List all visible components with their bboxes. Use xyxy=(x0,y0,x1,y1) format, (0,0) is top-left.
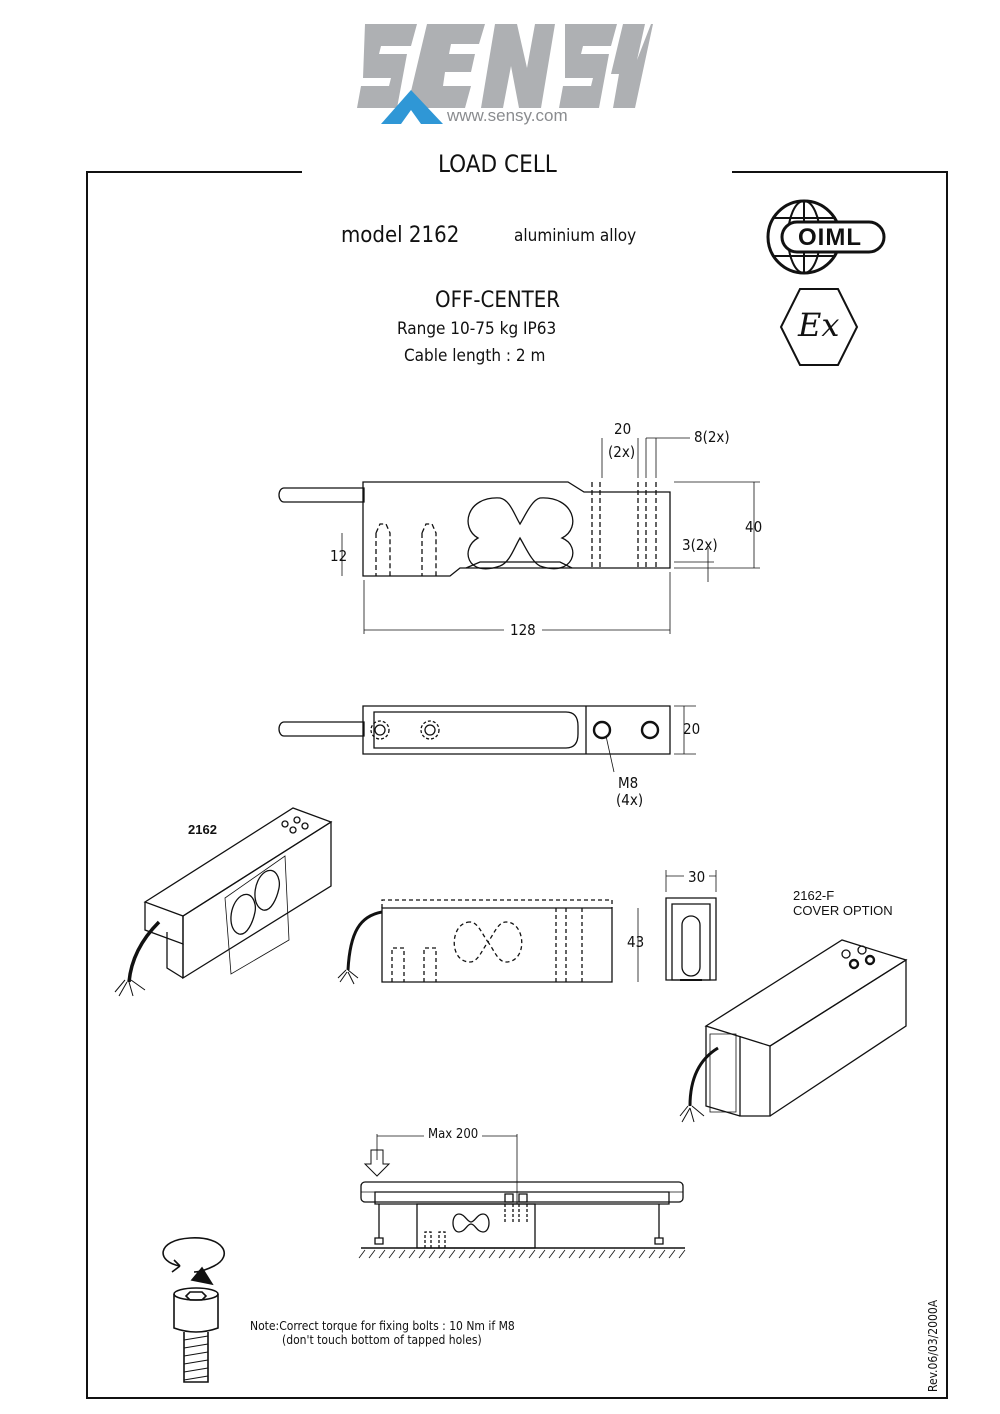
ex-badge: Ex xyxy=(778,286,860,368)
oiml-label: OIML xyxy=(798,224,862,251)
cover-model-label: 2162-F xyxy=(793,888,835,903)
front-view-drawing xyxy=(270,420,750,650)
dim-8-2x: 8(2x) xyxy=(694,428,730,446)
sensy-logo-graphic xyxy=(357,24,653,124)
hexagon-icon xyxy=(779,288,859,366)
cell-type: OFF-CENTER xyxy=(435,288,560,313)
dim-max-200: Max 200 xyxy=(424,1127,483,1142)
cable-spec: Cable length : 2 m xyxy=(404,346,546,366)
cover-end-view xyxy=(660,868,730,988)
model-number: model 2162 xyxy=(341,223,460,248)
dim-30: 30 xyxy=(684,868,710,886)
frame-left xyxy=(86,171,88,1399)
sensy-logo: www.sensy.com xyxy=(355,20,655,132)
website-url: www.sensy.com xyxy=(447,106,568,125)
dim-20-side: 20 xyxy=(683,720,701,738)
thread-m8: M8 xyxy=(618,774,639,792)
globe-icon xyxy=(766,199,886,275)
frame-bottom xyxy=(86,1397,948,1399)
frame-top-left xyxy=(86,171,302,173)
document-title: LOAD CELL xyxy=(438,150,557,178)
ex-label: Ex xyxy=(798,306,840,344)
frame-top-right xyxy=(732,171,948,173)
torque-note-detail: (don't touch bottom of tapped holes) xyxy=(282,1333,482,1347)
dim-20-2x-top: 20 xyxy=(614,420,632,438)
cover-option-isometric xyxy=(670,930,915,1135)
dim-43: 43 xyxy=(627,933,645,951)
torque-bolt-icon xyxy=(150,1232,240,1392)
torque-note: Note:Correct torque for fixing bolts : 1… xyxy=(250,1319,515,1333)
range-spec: Range 10-75 kg IP63 xyxy=(397,319,557,339)
dim-20-2x-bottom: (2x) xyxy=(608,443,636,461)
iso-model-label: 2162 xyxy=(188,822,217,837)
dim-40: 40 xyxy=(745,518,763,536)
dim-12: 12 xyxy=(330,547,348,565)
material: aluminium alloy xyxy=(514,226,637,246)
mounting-drawing xyxy=(355,1128,695,1263)
top-view-drawing xyxy=(270,690,690,800)
frame-right xyxy=(946,171,948,1399)
dim-128: 128 xyxy=(504,621,542,639)
isometric-load-cell xyxy=(105,800,340,1000)
oiml-badge: OIML xyxy=(758,196,888,278)
thread-m8-count: (4x) xyxy=(616,791,644,809)
side-view-drawing xyxy=(320,870,650,990)
dim-3-2x: 3(2x) xyxy=(682,536,718,554)
revision-code: Rev.06/03/2000A xyxy=(926,1299,940,1392)
cover-option-label: COVER OPTION xyxy=(793,903,893,918)
